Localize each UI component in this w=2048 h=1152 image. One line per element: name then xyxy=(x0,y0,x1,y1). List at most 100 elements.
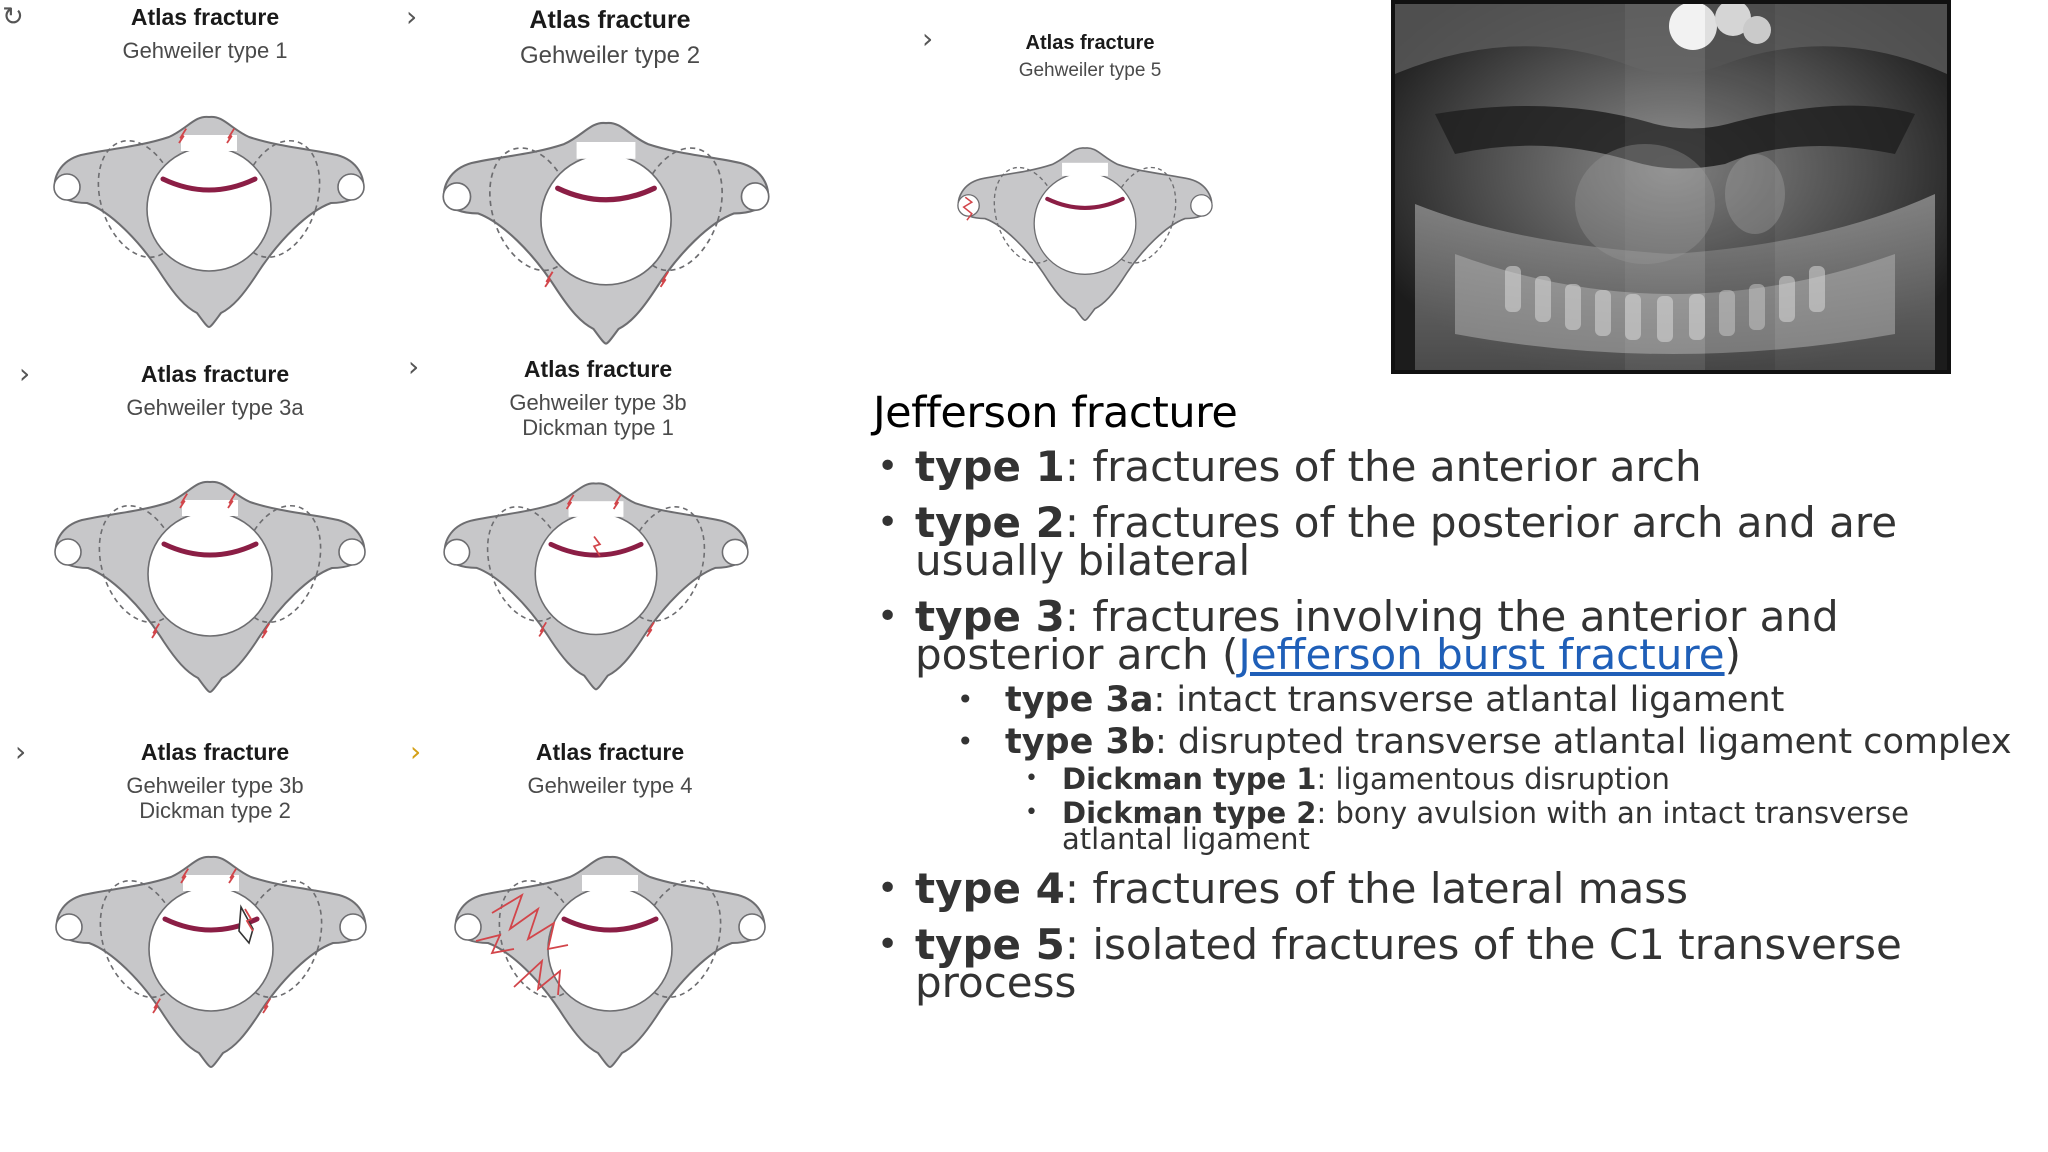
item-label: type 1 xyxy=(915,442,1065,491)
panel-subtitle: Gehweiler type 3b Dickman type 2 xyxy=(15,773,415,824)
foramen-transversarium-right xyxy=(339,913,367,941)
notes-heading: Jefferson fracture xyxy=(873,388,1238,438)
foramen-transversarium-left xyxy=(442,182,472,212)
foramen-transversarium-right xyxy=(337,173,365,201)
bullet-icon: • xyxy=(877,924,899,965)
panel-type-5: › Atlas fracture Gehweiler type 5 xyxy=(920,0,1260,330)
foramen-transversarium-right xyxy=(721,538,749,566)
vertebral-foramen xyxy=(146,146,272,272)
list-item-type-3: • type 3: fractures involving the anteri… xyxy=(873,596,2023,676)
item-label: type 3a xyxy=(1005,680,1154,720)
item-label: Dickman type 1 xyxy=(1062,762,1317,796)
foramen-transversarium-left xyxy=(53,173,81,201)
atlas-vertebra xyxy=(55,855,367,1069)
foramen-transversarium-left xyxy=(54,538,82,566)
item-text: : bony avulsion with an intact transvers… xyxy=(1062,796,1909,856)
fracture-anterior-right xyxy=(226,128,235,144)
fracture-lateral-mass-1 xyxy=(491,892,569,951)
item-text: : fractures involving the anterior and p… xyxy=(915,592,1839,679)
list-item-dickman-2: • Dickman type 2: bony avulsion with an … xyxy=(1025,799,2023,854)
foramen-transversarium-left xyxy=(55,913,83,941)
transverse-ligament xyxy=(555,185,657,203)
notes-section: Jefferson fracture • type 1: fractures o… xyxy=(873,388,2023,1004)
subtitle-line: Dickman type 2 xyxy=(139,798,291,824)
list-item-type-3a: • type 3a: intact transverse atlantal li… xyxy=(957,683,2023,718)
fracture-posterior-right xyxy=(659,271,669,288)
fracture-posterior-right xyxy=(261,623,270,639)
vertebral-foramen xyxy=(147,511,273,637)
transverse-ligament xyxy=(548,541,644,558)
jefferson-burst-fracture-link[interactable]: Jefferson burst fracture xyxy=(1238,630,1725,679)
chevron-right-icon: › xyxy=(406,0,418,33)
fracture-avulsion xyxy=(244,908,254,932)
item-text: : ligamentous disruption xyxy=(1316,762,1670,796)
vertebral-foramen xyxy=(540,153,672,286)
chevron-right-icon: › xyxy=(410,735,422,768)
panel-title: Atlas fracture xyxy=(535,739,685,765)
fracture-ligament-midsubstance xyxy=(592,535,602,557)
chevron-right-icon: › xyxy=(19,357,31,390)
item-label: type 3 xyxy=(915,592,1065,641)
fracture-anterior-left xyxy=(565,494,575,510)
bullet-icon: • xyxy=(1025,800,1038,825)
panel-subtitle: Gehweiler type 3b Dickman type 1 xyxy=(398,390,798,441)
fracture-lateral-mass-3 xyxy=(475,933,515,955)
atlas-diagram xyxy=(53,115,365,329)
panel-title: Atlas fracture xyxy=(140,739,290,765)
item-label: type 5 xyxy=(915,920,1065,969)
dens-space xyxy=(183,875,239,891)
panel-subtitle: Gehweiler type 1 xyxy=(122,38,288,63)
panel-type-4: › Atlas fracture Gehweiler type 4 xyxy=(410,735,810,1095)
transverse-ligament xyxy=(1045,196,1125,210)
list-item-type-5: • type 5: isolated fractures of the C1 t… xyxy=(873,924,2023,1004)
panel-title: Atlas fracture xyxy=(523,356,673,382)
bullet-icon: • xyxy=(877,596,899,637)
panel-title: Atlas fracture xyxy=(130,4,280,30)
fracture-lateral-mass-2 xyxy=(513,958,562,996)
foramen-transversarium-right xyxy=(338,538,366,566)
rotate-icon: ↻ xyxy=(2,2,24,32)
panel-title: Atlas fracture xyxy=(1025,32,1155,54)
atlas-vertebra xyxy=(957,147,1213,322)
atlas-vertebra xyxy=(53,115,365,329)
item-text: : intact transverse atlantal ligament xyxy=(1153,680,1785,720)
foramen-transversarium-right xyxy=(740,182,770,212)
fracture-posterior-right xyxy=(646,621,655,637)
panel-subtitle: Gehweiler type 2 xyxy=(519,42,701,69)
fracture-anterior-right xyxy=(612,494,622,510)
item-text: : isolated fractures of the C1 transvers… xyxy=(915,920,1902,1007)
list-item-type-2: • type 2: fractures of the posterior arc… xyxy=(873,502,2023,582)
list-item-dickman-1: • Dickman type 1: ligamentous disruption xyxy=(1025,765,2023,794)
atlas-diagram xyxy=(55,855,367,1069)
atlas-diagram xyxy=(442,122,770,345)
panel-title: Atlas fracture xyxy=(140,361,290,387)
transverse-ligament xyxy=(561,916,659,933)
fracture-posterior-right xyxy=(262,998,271,1014)
foramen-transversarium-left xyxy=(443,538,471,566)
bullet-icon: • xyxy=(877,446,899,487)
vertebral-foramen xyxy=(1033,171,1137,275)
vertebral-foramen xyxy=(547,886,673,1012)
list-item-type-4: • type 4: fractures of the lateral mass xyxy=(873,868,2023,910)
dens-space xyxy=(576,142,636,159)
fracture-anterior-left xyxy=(178,128,187,144)
fracture-transverse-process xyxy=(962,196,974,221)
bullet-icon: • xyxy=(1025,766,1038,791)
subtitle-line: Gehweiler type 3b xyxy=(126,773,304,798)
item-label: type 2 xyxy=(915,498,1065,547)
list-item-type-3b: • type 3b: disrupted transverse atlantal… xyxy=(957,725,2023,760)
fracture-posterior-left xyxy=(538,621,547,637)
transverse-ligament xyxy=(160,176,258,193)
dens-space xyxy=(181,135,237,151)
item-label: type 4 xyxy=(915,864,1065,913)
atlas-vertebra xyxy=(443,482,749,691)
subtitle-line: Gehweiler type 3b xyxy=(509,390,687,415)
panel-type-2: › Atlas fracture Gehweiler type 2 xyxy=(400,0,820,350)
panel-subtitle: Gehweiler type 3a xyxy=(126,395,304,420)
xray-image xyxy=(1391,0,1951,374)
vertebral-foramen xyxy=(534,512,658,636)
atlas-diagram xyxy=(443,482,749,691)
dens-space xyxy=(582,875,638,891)
item-text: : fractures of the anterior arch xyxy=(1064,442,1702,491)
subtitle-line: Dickman type 1 xyxy=(522,415,674,441)
